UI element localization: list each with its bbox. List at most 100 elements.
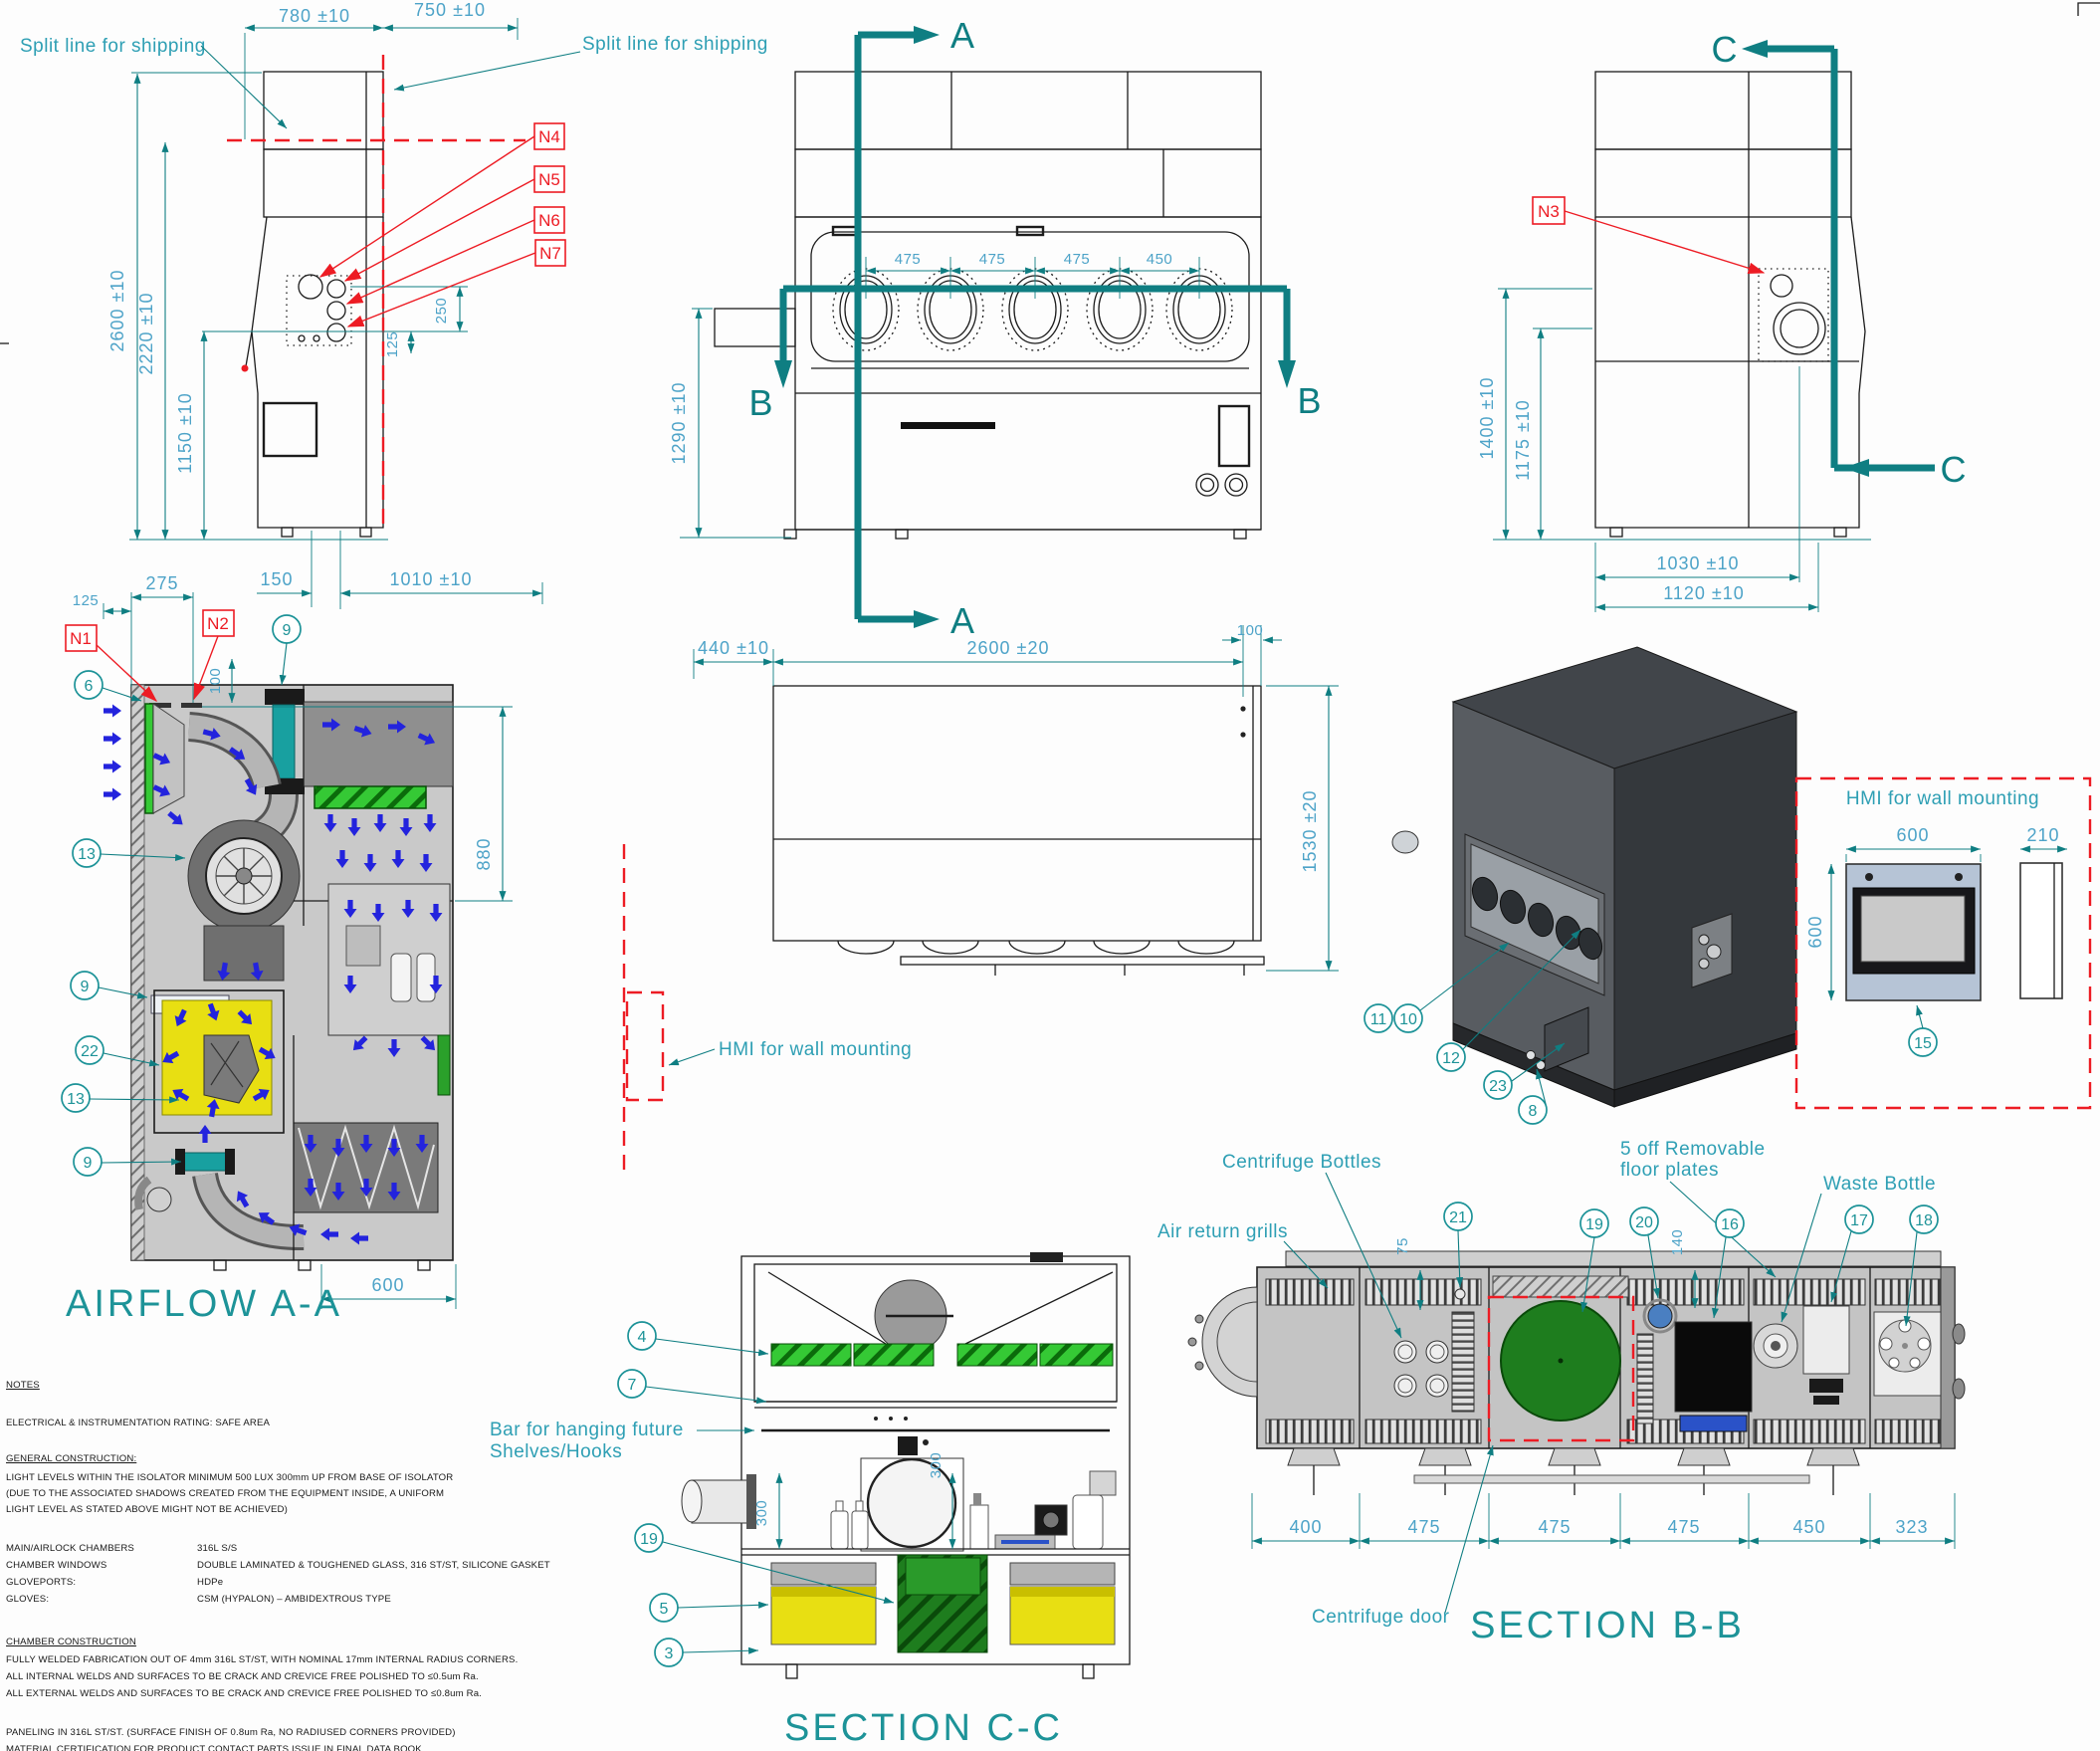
dim-100-rear: 100 [1237,622,1264,639]
balloon-5: 5 [649,1593,679,1623]
section-line-b: B B [748,285,1322,423]
blue-port [1647,1303,1673,1329]
inlet-filter-green [144,703,154,814]
label-bar-1: Bar for hanging future [490,1420,684,1440]
balloon-15: 15 [1908,1027,1938,1057]
iso-glove-ports [1471,876,1603,961]
section-line-a: A A [854,15,975,641]
label-bar-2: Shelves/Hooks [490,1441,622,1462]
balloon-22: 22 [75,1035,105,1065]
balloon-7: 7 [617,1369,647,1399]
nozzle-plate [286,275,352,346]
balloon-18: 18 [1909,1204,1939,1234]
svg-text:20: 20 [1635,1214,1653,1231]
svg-text:N6: N6 [538,211,560,230]
svg-text:17: 17 [1850,1212,1868,1229]
dim-125-airflow: 125 [73,592,100,609]
dim-780: 780 ±10 [279,6,350,26]
nozzle-label-n7: N7 [534,239,566,267]
svg-text:N5: N5 [538,170,560,189]
dim-1400: 1400 ±10 [1477,377,1497,460]
svg-text:3: 3 [665,1645,674,1662]
view-section-cc: 300 300 Bar for hanging future Shelves/H… [490,1252,1131,1749]
notes-heading: NOTES [6,1380,40,1391]
nozzle-label-n5: N5 [533,165,565,193]
notes-block: NOTES ELECTRICAL & INSTRUMENTATION RATIN… [6,1374,550,1751]
dim-125-plate: 125 [384,331,401,358]
nozzle-label-n3: N3 [1532,196,1566,225]
svg-text:19: 19 [1585,1216,1603,1233]
balloon-9-top: 9 [272,614,302,644]
balloon-12: 12 [1436,1042,1466,1072]
section-marker-c-bottom: C [1941,449,1968,490]
spec-row: GLOVEPORTS:HDPe [6,1577,224,1588]
section-marker-b-right: B [1297,380,1322,421]
svg-text:19: 19 [640,1531,658,1548]
section-marker-a-top: A [950,15,975,56]
nozzle-label-n4: N4 [533,122,565,150]
balloon-13-lower: 13 [61,1083,91,1113]
svg-text:7: 7 [628,1377,637,1394]
sheet-corner-mark [2077,2,2100,16]
notes-general-line: (DUE TO THE ASSOCIATED SHADOWS CREATED F… [6,1488,445,1499]
balloon-13-fan: 13 [72,838,102,868]
fan [187,819,301,982]
spec-row: GLOVES:CSM (HYPALON) – AMBIDEXTROUS TYPE [6,1594,391,1605]
balloon-20: 20 [1629,1206,1659,1236]
hmi-panel-side [2019,862,2063,999]
svg-text:9: 9 [81,979,90,995]
dim-1030: 1030 ±10 [1657,553,1740,573]
dim-1290: 1290 ±10 [669,382,689,465]
view-rear: 440 ±10 2600 ±20 100 1530 ±20 [693,622,1339,976]
dim-750: 750 ±10 [414,0,486,20]
centrifuge-bottles [1393,1340,1449,1398]
label-hmi-mid: HMI for wall mounting [719,1039,912,1060]
dim-475-2: 475 [979,251,1006,268]
balloon-23: 23 [1483,1070,1513,1100]
hmi-wall-mid: HMI for wall mounting [622,844,912,1175]
svg-text:9: 9 [283,622,292,639]
nozzle-label-n6: N6 [533,206,565,234]
dim-1150: 1150 ±10 [175,392,195,474]
title-section-bb: SECTION B-B [1470,1605,1745,1646]
dim-1120: 1120 ±10 [1663,583,1745,603]
label-removable-1: 5 off Removable [1620,1139,1766,1160]
dim-210: 210 [2026,825,2059,845]
dim-600-hmi-h: 600 [1805,915,1825,948]
svg-text:23: 23 [1489,1078,1507,1095]
svg-text:15: 15 [1914,1035,1932,1052]
dim-475-1: 475 [895,251,922,268]
svg-text:8: 8 [1529,1103,1538,1120]
label-centrifuge-door: Centrifuge door [1312,1607,1450,1628]
hmi-screen-bb [1674,1321,1753,1413]
svg-text:N4: N4 [538,127,560,146]
view-front: 475 475 475 450 1290 ±10 A A B B [669,15,1322,641]
nozzle-label-n1: N1 [65,624,98,652]
balloon-10: 10 [1393,1003,1423,1033]
view-isometric: 11 10 12 23 8 [1364,646,1798,1125]
supply-filter-green [314,785,427,809]
dim-880: 880 [474,837,494,870]
svg-text:N7: N7 [539,244,561,263]
label-hmi-box: HMI for wall mounting [1846,788,2039,809]
notes-chamber-heading: CHAMBER CONSTRUCTION [6,1637,136,1647]
return-valve [183,1152,227,1172]
balloon-19-cc: 19 [634,1523,664,1553]
airlock-door-side [1187,1286,1258,1398]
balloon-16: 16 [1715,1208,1745,1238]
balloon-11: 11 [1364,1003,1393,1033]
dim-600-hmi-w: 600 [1896,825,1929,845]
dim-250: 250 [433,298,450,325]
nozzle-label-n2: N2 [202,609,235,637]
dim-440: 440 ±10 [698,638,769,658]
dim-300-right: 300 [928,1452,945,1479]
section-marker-a-bottom: A [950,600,975,641]
dim-2220: 2220 ±10 [136,293,156,375]
label-air-return: Air return grills [1157,1221,1288,1242]
handle-slot [901,422,995,429]
section-line-c: C C [1712,29,1968,490]
hmi-screen [1860,895,1966,963]
pass-through-left [714,308,796,347]
feet-bb [1287,1447,1860,1495]
